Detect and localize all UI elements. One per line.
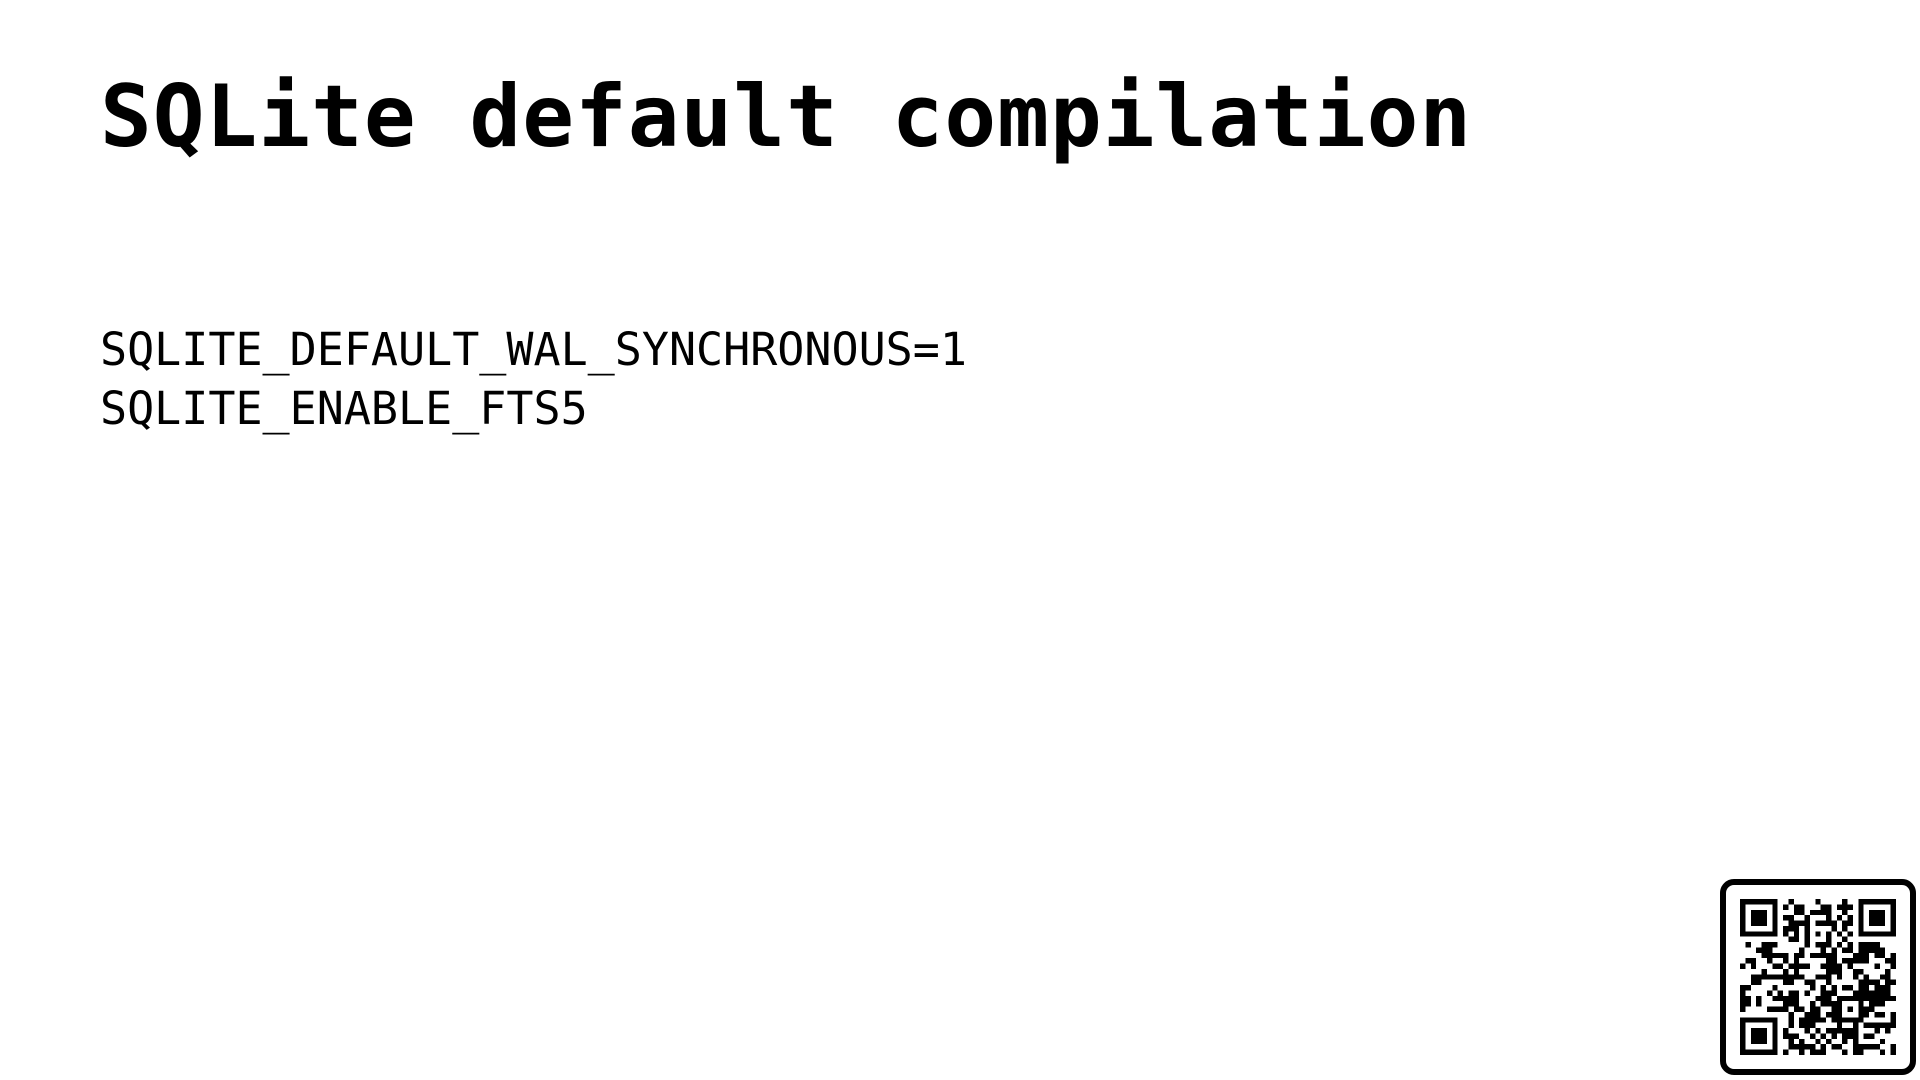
code-line-enable-fts5: SQLITE_ENABLE_FTS5 [100, 382, 588, 435]
slide-title: SQLite default compilation [100, 67, 1473, 167]
qr-code-frame[interactable] [1720, 879, 1916, 1075]
code-line-wal-synchronous: SQLITE_DEFAULT_WAL_SYNCHRONOUS=1 [100, 323, 967, 376]
qr-code-icon [1740, 899, 1896, 1055]
code-block: SQLITE_DEFAULT_WAL_SYNCHRONOUS=1 SQLITE_… [100, 320, 967, 438]
